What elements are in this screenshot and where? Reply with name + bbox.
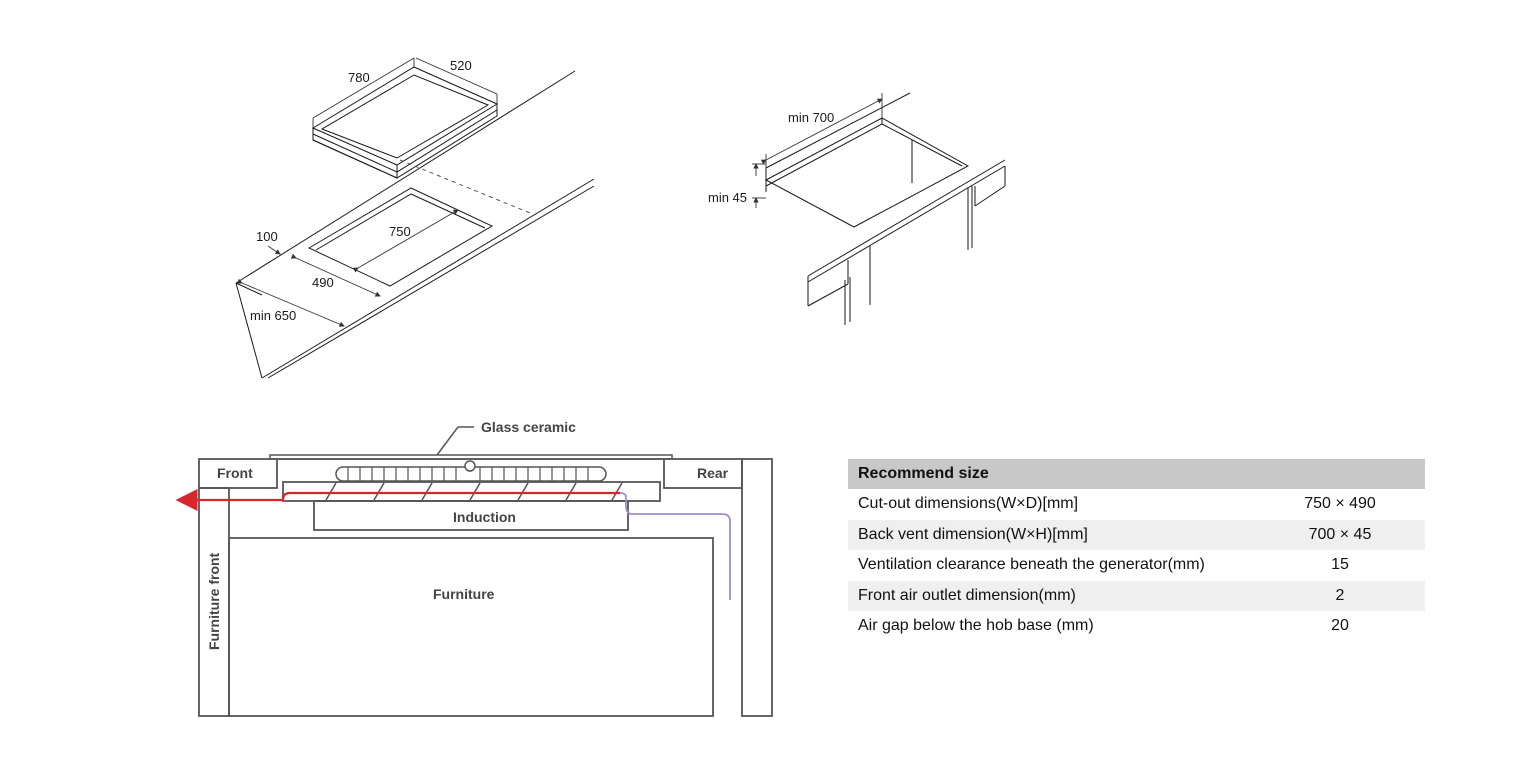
dim-780: 780 [348, 70, 370, 85]
table-header: Recommend size [848, 459, 1425, 489]
iso-cutout-drawing: 780 520 750 490 100 min 650 [235, 57, 595, 379]
row-value: 750 × 490 [1304, 495, 1376, 513]
label-furniture-front: Furniture front [206, 552, 222, 650]
row-value: 700 × 45 [1255, 519, 1425, 550]
table-row: Front air outlet dimension(mm) 2 [848, 580, 1425, 611]
row-value: 15 [1331, 556, 1349, 574]
label-furniture: Furniture [433, 586, 495, 602]
dim-min700: min 700 [788, 110, 834, 125]
dim-min650: min 650 [250, 308, 296, 323]
dim-520: 520 [450, 58, 472, 73]
row-label: Back vent dimension(W×H)[mm] [848, 519, 1255, 550]
table-row: Cut-out dimensions(W×D)[mm] 750 × 490 [848, 489, 1425, 520]
row-label: Front air outlet dimension(mm) [848, 580, 1255, 611]
row-value: 2 [1255, 580, 1425, 611]
front-countertop [198, 458, 278, 489]
iso-vent-drawing: min 700 min 45 [708, 92, 1006, 325]
dim-750: 750 [389, 224, 411, 239]
dim-490: 490 [312, 275, 334, 290]
table-row: Ventilation clearance beneath the genera… [848, 550, 1425, 581]
label-rear: Rear [697, 465, 729, 481]
table-row: Air gap below the hob base (mm) 20 [848, 611, 1425, 642]
row-label: Cut-out dimensions(W×D)[mm] [858, 495, 1079, 513]
row-label: Air gap below the hob base (mm) [858, 617, 1094, 635]
dim-100: 100 [256, 229, 278, 244]
table-header-row: Recommend size [848, 459, 1425, 489]
row-value: 20 [1331, 617, 1349, 635]
rear-wall [741, 458, 773, 717]
hob-plate [311, 66, 499, 179]
row-label: Ventilation clearance beneath the genera… [858, 556, 1205, 574]
cross-section-drawing: Glass ceramic Front Rear Furniture front [175, 419, 773, 717]
table-row: Back vent dimension(W×H)[mm] 700 × 45 [848, 519, 1425, 550]
label-front: Front [217, 465, 253, 481]
label-induction: Induction [453, 509, 516, 525]
recommend-size-table: Recommend size Cut-out dimensions(W×D)[m… [848, 459, 1425, 642]
label-glass-ceramic: Glass ceramic [481, 419, 576, 435]
furniture-body [228, 537, 714, 717]
induction-generator [313, 500, 629, 531]
dim-min45: min 45 [708, 190, 747, 205]
vent-airflow-path [290, 492, 731, 600]
front-air-outlet-arrow [175, 489, 620, 511]
